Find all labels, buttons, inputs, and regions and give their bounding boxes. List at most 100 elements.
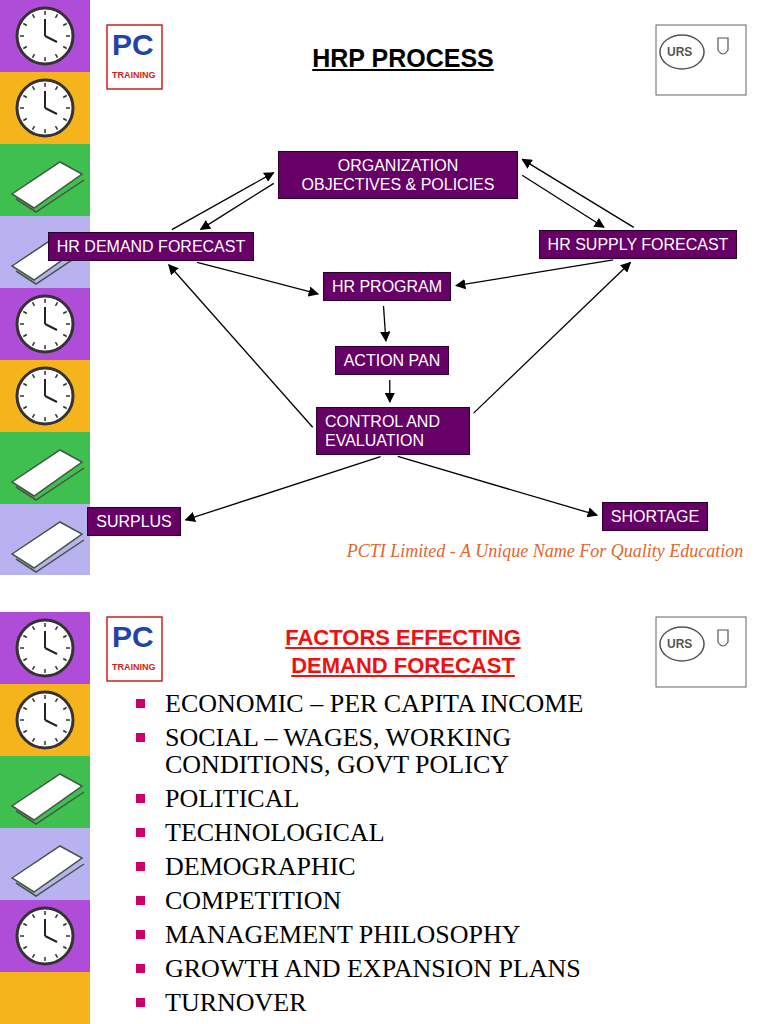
clock-hand xyxy=(44,631,46,648)
clock-tick xyxy=(20,395,24,397)
clock-tick xyxy=(66,35,70,37)
slide-title: FACTORS EFFECTING DEMAND FORECAST xyxy=(253,624,553,680)
bullet-item: POLITICAL xyxy=(136,785,676,812)
clock-tick xyxy=(44,911,46,915)
box-text: HR DEMAND FORECAST xyxy=(57,237,245,256)
logo-crest xyxy=(718,38,728,54)
clock-tick xyxy=(63,947,66,949)
book-icon xyxy=(12,162,82,208)
process-box: SHORTAGE xyxy=(602,502,708,531)
clock-icon xyxy=(17,368,73,424)
bullet-item: TECHNOLOGICAL xyxy=(136,819,676,846)
bullet-marker xyxy=(136,964,145,973)
clock-tick xyxy=(44,957,46,961)
clock-tick xyxy=(23,731,26,733)
clock-tick xyxy=(63,708,66,710)
clock-tick xyxy=(33,626,35,629)
book-icon xyxy=(16,468,84,500)
strip-tile xyxy=(0,972,90,1024)
flow-arrow xyxy=(474,262,631,413)
clock-hand xyxy=(45,720,57,726)
flow-arrow xyxy=(383,306,385,341)
flow-arrow xyxy=(172,173,274,230)
bullet-marker xyxy=(136,998,145,1007)
clock-tick xyxy=(56,86,58,89)
bullet-marker xyxy=(136,828,145,837)
bullet-text: DEMOGRAPHIC xyxy=(165,853,675,880)
strip-tile xyxy=(0,828,90,900)
clock-tick xyxy=(44,623,46,627)
clock-tick xyxy=(56,914,58,917)
box-text: ACTION PAN xyxy=(344,351,441,370)
book-icon xyxy=(16,864,84,896)
book-icon xyxy=(12,846,82,892)
bullet-item: SOCIAL – WAGES, WORKING CONDITIONS, GOVT… xyxy=(136,724,676,778)
flow-arrow xyxy=(389,380,390,402)
clock-tick xyxy=(44,695,46,699)
clock-tick xyxy=(56,954,58,957)
clock-icon xyxy=(17,620,73,676)
strip-tile xyxy=(0,144,90,216)
slide-title: HRP PROCESS xyxy=(312,44,494,73)
clock-tick xyxy=(63,731,66,733)
strip-tile xyxy=(0,72,90,144)
footer-caption: PCTI Limited - A Unique Name For Quality… xyxy=(347,541,743,562)
book-icon xyxy=(12,450,82,496)
clock-hand xyxy=(44,379,46,396)
box-text: SHORTAGE xyxy=(611,507,699,526)
clock-icon xyxy=(17,692,73,748)
logo-ring xyxy=(660,35,704,69)
clock-tick xyxy=(63,636,66,638)
strip-tile xyxy=(0,612,90,684)
clock-hand xyxy=(45,648,57,654)
flow-arrow xyxy=(186,457,381,520)
clock-tick xyxy=(23,924,26,926)
strip-tile xyxy=(0,756,90,828)
bullet-text: GROWTH AND EXPANSION PLANS xyxy=(165,955,675,982)
clock-tick xyxy=(63,335,66,337)
clock-tick xyxy=(44,417,46,421)
clock-tick xyxy=(44,741,46,745)
image-strip xyxy=(0,0,90,1024)
clock-tick xyxy=(66,719,70,721)
strip-tile xyxy=(0,432,90,504)
clock-tick xyxy=(44,345,46,349)
book-icon xyxy=(12,774,82,820)
clock-tick xyxy=(23,947,26,949)
process-box: ORGANIZATION OBJECTIVES & POLICIES xyxy=(278,151,518,199)
bullet-item: ECONOMIC – PER CAPITA INCOME xyxy=(136,690,676,717)
flow-arrow xyxy=(201,183,274,229)
logo-text: PC xyxy=(112,28,154,62)
clock-tick xyxy=(33,86,35,89)
clock-tick xyxy=(33,666,35,669)
process-box: HR DEMAND FORECAST xyxy=(48,232,254,261)
clock-tick xyxy=(23,312,26,314)
clock-tick xyxy=(33,698,35,701)
logo-frame xyxy=(107,25,162,89)
flow-arrow xyxy=(456,260,613,286)
clock-tick xyxy=(20,719,24,721)
clock-tick xyxy=(63,119,66,121)
clock-icon xyxy=(17,296,73,352)
bullet-text: TECHNOLOGICAL xyxy=(165,819,675,846)
clock-tick xyxy=(66,647,70,649)
clock-tick xyxy=(20,647,24,649)
clock-tick xyxy=(44,57,46,61)
logo-text: URS xyxy=(667,637,692,651)
clock-icon xyxy=(17,908,73,964)
clock-tick xyxy=(33,738,35,741)
logo-text: URS xyxy=(667,45,692,59)
bullet-marker xyxy=(136,862,145,871)
book-icon xyxy=(16,540,84,572)
clock-tick xyxy=(44,129,46,133)
logo-text: PC xyxy=(112,620,154,654)
clock-tick xyxy=(33,914,35,917)
clock-tick xyxy=(56,414,58,417)
bullet-marker xyxy=(136,896,145,905)
bullet-marker xyxy=(136,794,145,803)
logo-frame xyxy=(656,25,746,95)
clock-tick xyxy=(23,708,26,710)
bullet-text: TURNOVER xyxy=(165,989,675,1016)
clock-tick xyxy=(33,302,35,305)
